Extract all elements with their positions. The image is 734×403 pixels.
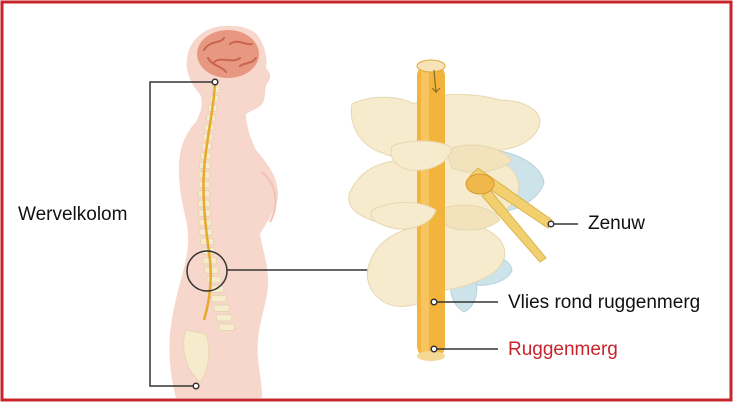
vertebra-segment [213, 304, 230, 312]
vertebra-segment [215, 314, 233, 322]
spine-bracket [149, 78, 219, 390]
vertebra-segment [217, 323, 235, 331]
zoom-circle [186, 250, 228, 292]
body-spinal-cord [202, 81, 217, 321]
pelvis [183, 329, 210, 383]
label-spinal-cord: Ruggenmerg [508, 339, 618, 360]
vertebrae-detail [348, 59, 553, 361]
vertebra-segment [211, 294, 227, 303]
pointer-lines [430, 220, 578, 353]
vertebra-segment [206, 275, 222, 284]
label-nerve: Zenuw [588, 213, 646, 234]
brain-icon [197, 30, 259, 78]
label-membrane: Vlies rond ruggenmerg [508, 292, 701, 313]
body-silhouette [169, 25, 278, 398]
label-spine: Wervelkolom [18, 204, 128, 225]
